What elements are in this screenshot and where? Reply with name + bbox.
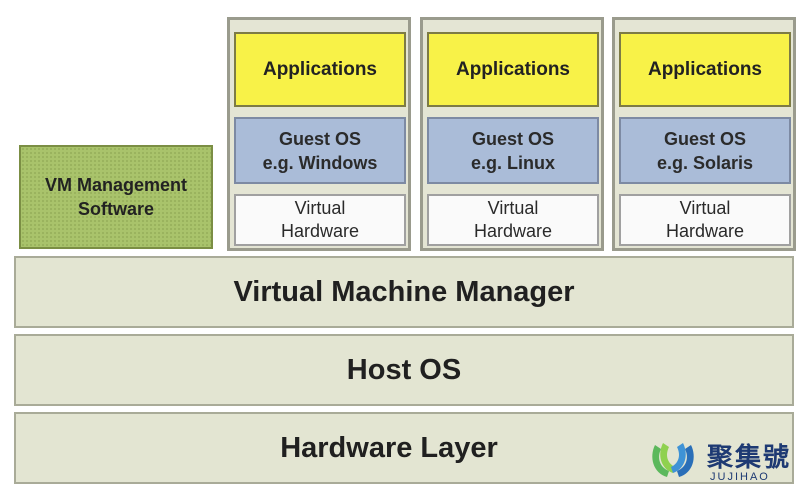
applications-label: Applications: [455, 58, 570, 80]
vm-management-software-label: VM Management Software: [44, 175, 188, 219]
guest-os-box: Guest OS e.g. Linux: [427, 117, 599, 184]
vm-column-linux: Applications Guest OS e.g. Linux Virtual…: [420, 17, 604, 251]
applications-box: Applications: [619, 32, 791, 107]
watermark-latin-text: JUJIHAO: [710, 471, 770, 483]
virtual-machine-manager-label: Virtual Machine Manager: [233, 275, 575, 308]
watermark-logo-icon: [652, 443, 694, 477]
guest-os-example: e.g. Solaris: [656, 152, 754, 173]
guest-os-label: Guest OS: [278, 128, 362, 149]
applications-box: Applications: [234, 32, 406, 107]
applications-label: Applications: [647, 58, 762, 80]
guest-os-label: Guest OS: [663, 128, 747, 149]
guest-os-label: Guest OS: [471, 128, 555, 149]
virtual-hardware-box: Virtual Hardware: [427, 194, 599, 246]
applications-label: Applications: [262, 58, 377, 80]
virtual-hardware-label: Virtual Hardware: [280, 198, 360, 241]
virtual-hardware-label: Virtual Hardware: [665, 198, 745, 241]
guest-os-box: Guest OS e.g. Solaris: [619, 117, 791, 184]
vm-column-solaris: Applications Guest OS e.g. Solaris Virtu…: [612, 17, 796, 251]
host-os-layer: Host OS: [14, 334, 794, 406]
virtual-machine-manager-layer: Virtual Machine Manager: [14, 256, 794, 328]
guest-os-example: e.g. Linux: [470, 152, 555, 173]
vm-management-software-box: VM Management Software: [19, 145, 213, 249]
applications-box: Applications: [427, 32, 599, 107]
guest-os-box: Guest OS e.g. Windows: [234, 117, 406, 184]
watermark-chinese-text: 聚集號: [707, 443, 792, 473]
guest-os-example: e.g. Windows: [262, 152, 378, 173]
virtual-hardware-box: Virtual Hardware: [619, 194, 791, 246]
virtual-hardware-label: Virtual Hardware: [473, 198, 553, 241]
hardware-layer-label: Hardware Layer: [280, 431, 498, 464]
host-os-label: Host OS: [346, 353, 462, 386]
virtual-hardware-box: Virtual Hardware: [234, 194, 406, 246]
vm-column-windows: Applications Guest OS e.g. Windows Virtu…: [227, 17, 411, 251]
